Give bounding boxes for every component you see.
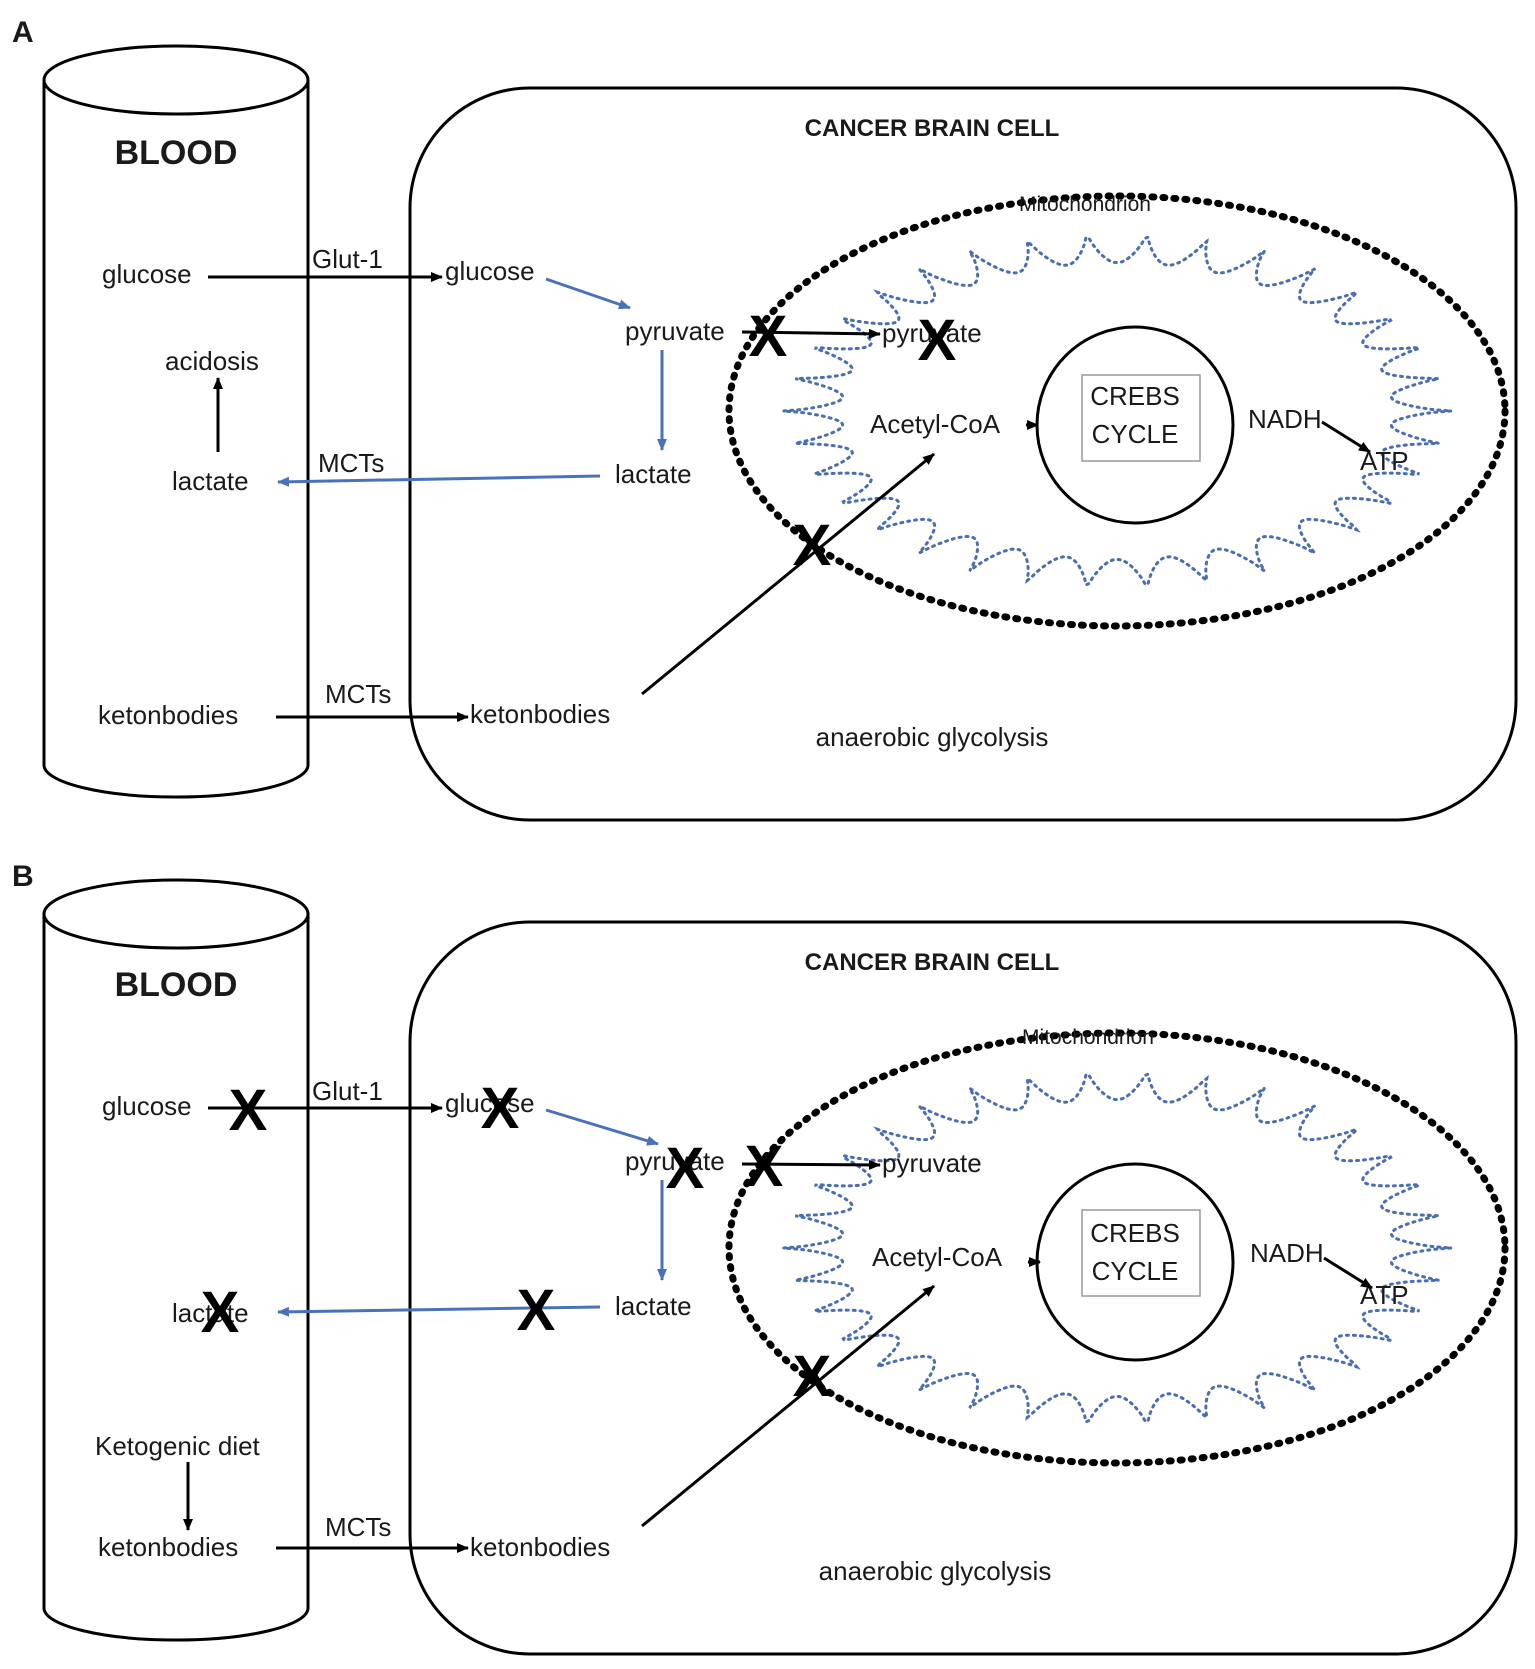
crebs-label: CREBS: [1090, 1218, 1180, 1248]
blood-glucose: glucose: [102, 1091, 192, 1121]
blood-lactate: lactate: [172, 1298, 249, 1328]
mcts-lactate-transporter: MCTs: [318, 448, 384, 478]
block-mark-mito-entry: X: [745, 1134, 784, 1199]
arrow-nadh-atp: [1321, 420, 1371, 454]
block-mark-mito-pyruvate: X: [918, 308, 957, 373]
cell-pyruvate: pyruvate: [625, 1146, 725, 1176]
mitochondrion-a: [725, 192, 1509, 630]
block-mark-lactate-export: X: [517, 1278, 556, 1343]
mitochondrion-b: [725, 1029, 1509, 1467]
panel-b: B BLOOD CANCER BRAIN CELL Mitochondrion …: [12, 860, 1518, 1656]
block-mark-keton-entry: X: [793, 1344, 832, 1409]
crebs-label: CREBS: [1090, 381, 1180, 411]
arrow-glucose-pyruvate: [545, 1108, 659, 1146]
cell-lactate: lactate: [615, 459, 692, 489]
panel-a: A BLOOD CANCER BRAIN CELL Mitochondrion …: [12, 16, 1518, 822]
arrow-keton-acetylcoa: [641, 452, 935, 696]
cell-lactate: lactate: [615, 1291, 692, 1321]
cristae-a: [783, 235, 1451, 587]
panel-a-label: A: [12, 16, 34, 49]
arrow-pyruvate-mito: [741, 328, 881, 339]
cycle-label: CYCLE: [1092, 419, 1179, 449]
nadh: NADH: [1248, 404, 1322, 434]
block-mark-mito-entry: X: [749, 304, 788, 369]
blood-vessel-b: [42, 878, 310, 1642]
cell-glucose: glucose: [445, 1088, 535, 1118]
blood-ketonbodies: ketonbodies: [98, 1532, 238, 1562]
arrow-pyruvate-mito: [741, 1159, 881, 1170]
glut1-transporter: Glut-1: [312, 1076, 383, 1106]
arrow-glucose-pyruvate: [545, 277, 631, 310]
arrow-keton-acetylcoa: [641, 1284, 935, 1528]
block-mark-cell-pyruvate: X: [666, 1136, 705, 1201]
mcts-keton-transporter: MCTs: [325, 1512, 391, 1542]
cell-title: CANCER BRAIN CELL: [805, 949, 1060, 976]
mito-pyruvate: pyruvate: [882, 1148, 982, 1178]
mitochondrion-label: Mitochondrion: [1019, 193, 1151, 216]
blood-vessel-a: [42, 44, 310, 799]
block-mark-cell-glucose: X: [481, 1076, 520, 1141]
cell-glucose: glucose: [445, 256, 535, 286]
acetyl-coa: Acetyl-CoA: [872, 1242, 1003, 1272]
mcts-keton-transporter: MCTs: [325, 679, 391, 709]
glut1-transporter: Glut-1: [312, 244, 383, 274]
block-mark-glucose-uptake: X: [229, 1078, 268, 1143]
anaerobic-glycolysis: anaerobic glycolysis: [816, 722, 1049, 752]
arrow-lactate-export: [277, 1305, 601, 1317]
cell-pyruvate: pyruvate: [625, 316, 725, 346]
cell-ketonbodies: ketonbodies: [470, 699, 610, 729]
blood-lactate: lactate: [172, 466, 249, 496]
acidosis: acidosis: [165, 346, 259, 376]
cancer-cell-b: [408, 920, 1518, 1656]
blood-glucose: glucose: [102, 259, 192, 289]
krebs-box-a: [1081, 374, 1201, 462]
krebs-box-b: [1081, 1209, 1201, 1297]
anaerobic-glycolysis: anaerobic glycolysis: [819, 1556, 1052, 1586]
acetyl-coa: Acetyl-CoA: [870, 409, 1001, 439]
blood-title: BLOOD: [115, 966, 238, 1004]
block-mark-keton-entry: X: [793, 513, 832, 578]
arrow-lactate-export: [277, 474, 601, 487]
blood-title: BLOOD: [115, 134, 238, 172]
mitochondrion-label: Mitochondrion: [1022, 1026, 1154, 1049]
cycle-label: CYCLE: [1092, 1256, 1179, 1286]
nadh: NADH: [1250, 1238, 1324, 1268]
mito-pyruvate: pyruvate: [882, 318, 982, 348]
cell-ketonbodies: ketonbodies: [470, 1532, 610, 1562]
panel-b-label: B: [12, 860, 34, 893]
blood-ketonbodies: ketonbodies: [98, 700, 238, 730]
cell-title: CANCER BRAIN CELL: [805, 115, 1060, 142]
ketogenic-diet: Ketogenic diet: [95, 1431, 261, 1461]
block-mark-blood-lactate: X: [201, 1280, 240, 1345]
cancer-cell-a: [408, 86, 1518, 822]
cristae-b: [783, 1072, 1451, 1424]
arrow-nadh-atp: [1323, 1256, 1373, 1290]
